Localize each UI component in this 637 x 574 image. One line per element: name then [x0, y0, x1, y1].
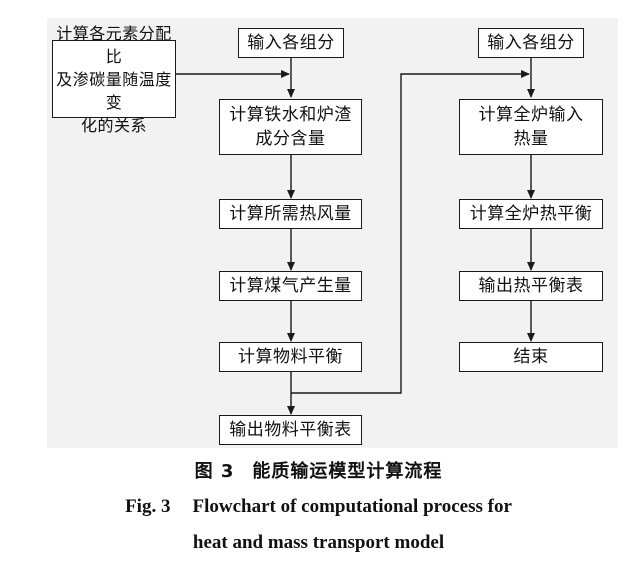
- box-label: 计算各元素分配比 及渗碳量随温度变 化的关系: [56, 23, 172, 135]
- box-label: 输出热平衡表: [478, 276, 584, 296]
- caption-chinese: 图 3 能质输运模型计算流程: [0, 457, 637, 483]
- figure-number-cn: 图 3: [194, 461, 235, 482]
- output-material-table-box: 输出物料平衡表: [219, 415, 362, 445]
- input-components-box-left: 输入各组分: [238, 28, 344, 58]
- figure-title-en-line1: Flowchart of computational process for: [192, 496, 512, 517]
- box-label: 结束: [513, 347, 549, 367]
- gas-generation-box: 计算煤气产生量: [219, 271, 362, 301]
- box-label: 计算煤气产生量: [229, 276, 352, 296]
- furnace-input-heat-box: 计算全炉输入 热量: [459, 99, 603, 155]
- output-heat-table-box: 输出热平衡表: [459, 271, 603, 301]
- figure-number-en: Fig. 3: [125, 496, 171, 517]
- box-label: 计算全炉输入 热量: [478, 105, 584, 149]
- box-label: 输入各组分: [487, 33, 575, 53]
- figure-title-cn: 能质输运模型计算流程: [252, 461, 443, 482]
- connector-left-to-right: [291, 70, 530, 394]
- iron-slag-box: 计算铁水和炉渣 成分含量: [219, 99, 362, 155]
- box-label: 输出物料平衡表: [229, 420, 352, 440]
- box-label: 计算全炉热平衡: [469, 204, 593, 224]
- figure-title-en-line2: heat and mass transport model: [192, 532, 445, 553]
- element-ratio-box: 计算各元素分配比 及渗碳量随温度变 化的关系: [52, 24, 176, 135]
- box-label: 计算所需热风量: [229, 204, 352, 224]
- box-label: 输入各组分: [247, 33, 335, 53]
- furnace-heat-balance-box: 计算全炉热平衡: [459, 199, 603, 229]
- box-label: 计算物料平衡: [238, 347, 343, 367]
- input-components-box-right: 输入各组分: [478, 28, 584, 58]
- hot-blast-box: 计算所需热风量: [219, 199, 362, 229]
- material-balance-box: 计算物料平衡: [219, 342, 362, 372]
- caption-english-line2: heat and mass transport model: [0, 532, 637, 554]
- end-box: 结束: [459, 342, 603, 372]
- caption-english-line1: Fig. 3 Flowchart of computational process…: [0, 496, 637, 518]
- box-label: 计算铁水和炉渣 成分含量: [229, 105, 352, 149]
